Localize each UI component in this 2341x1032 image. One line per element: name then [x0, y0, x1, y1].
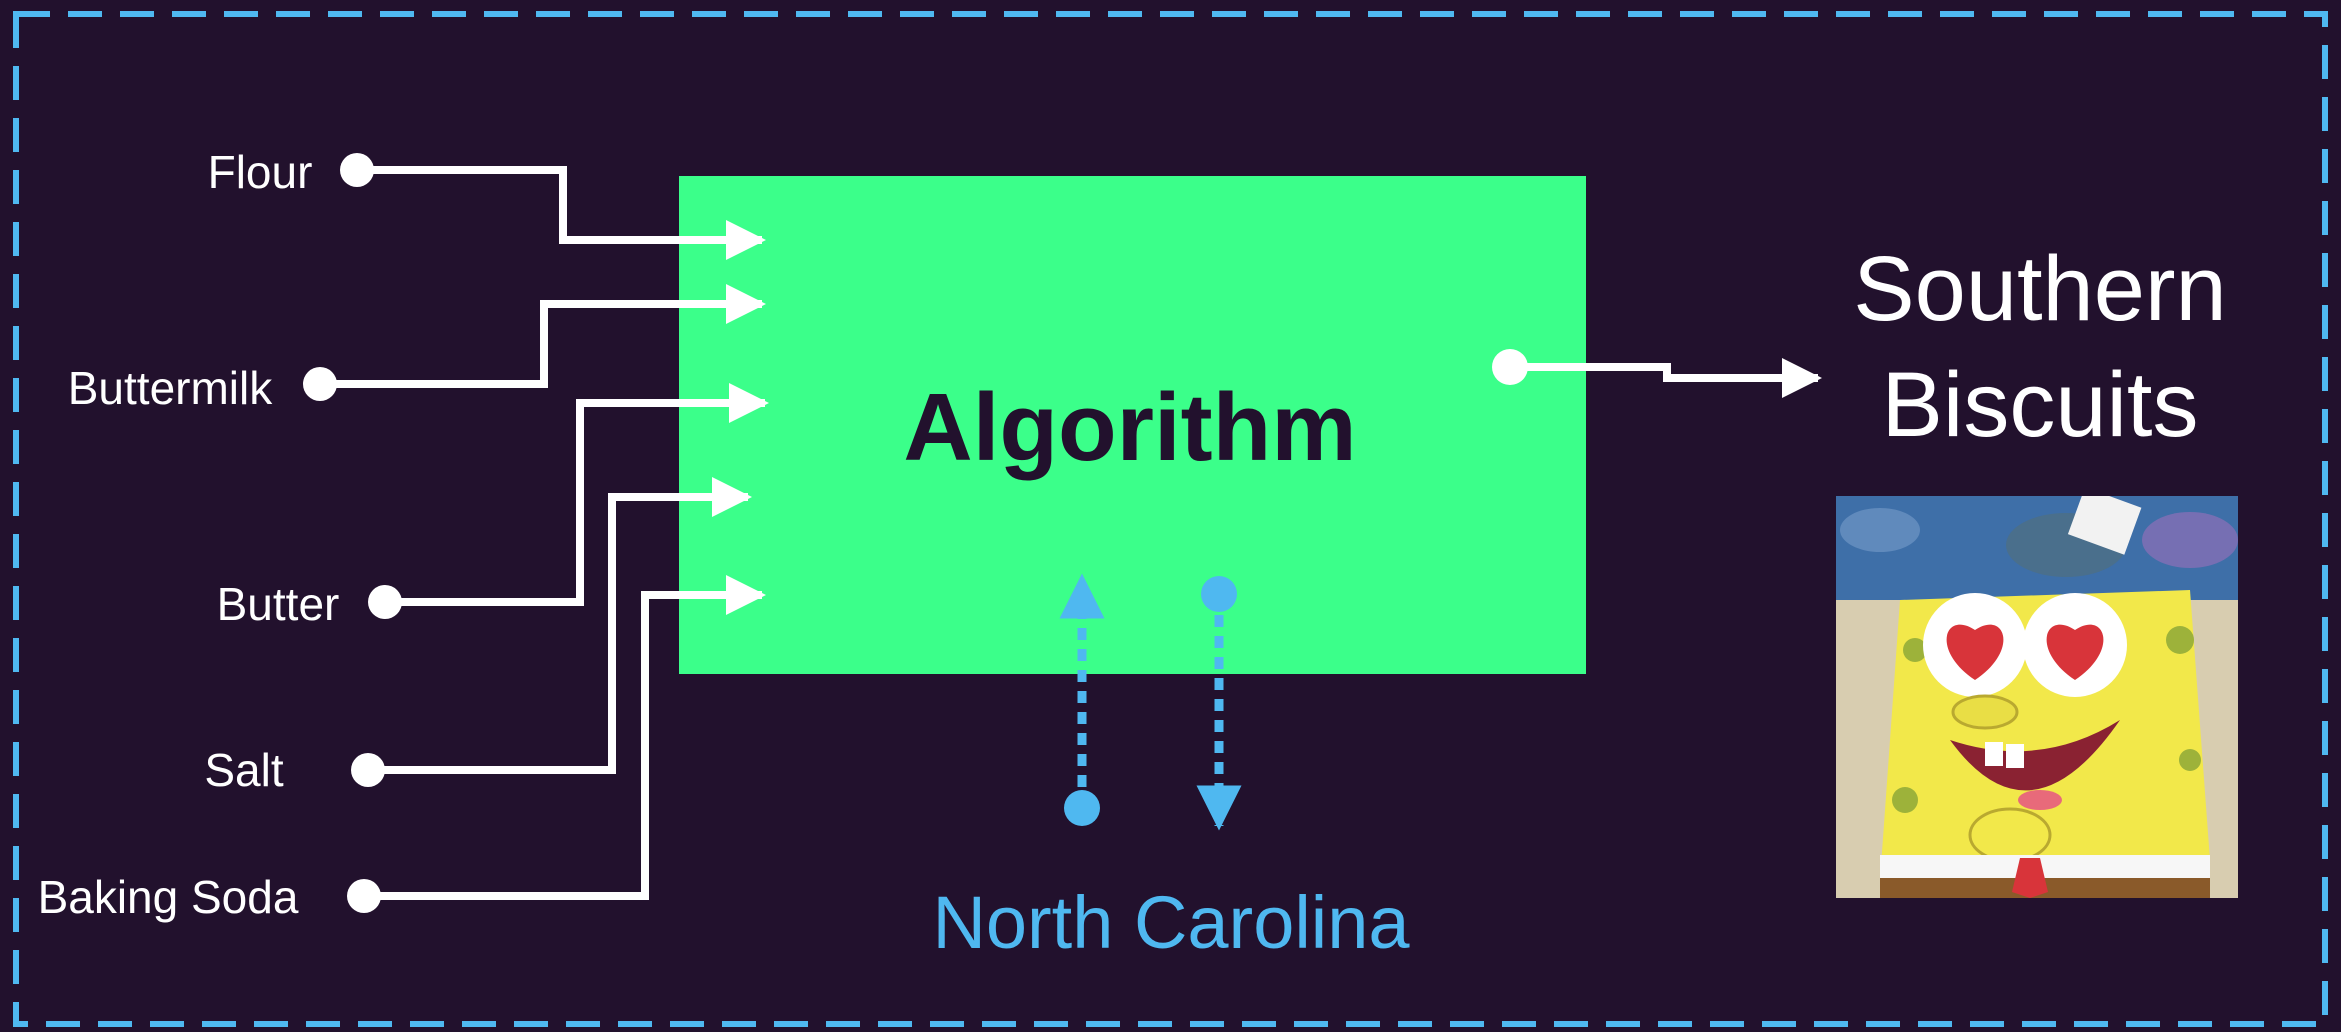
butter-dot	[368, 585, 402, 619]
output-label-line2: Biscuits	[1882, 354, 2199, 456]
input-label-salt: Salt	[204, 744, 283, 796]
algorithm-label: Algorithm	[903, 374, 1356, 481]
buttermilk-connector	[320, 284, 766, 388]
context-connectors	[1059, 573, 1242, 831]
flour-connector	[357, 166, 766, 260]
buttermilk-dot	[303, 367, 337, 401]
context-dot-bottom	[1064, 790, 1100, 826]
input-label-baking-soda: Baking Soda	[38, 871, 299, 923]
context-dot-top	[1201, 576, 1237, 612]
input-label-flour: Flour	[208, 146, 313, 198]
dashed-frame	[13, 11, 2328, 1027]
input-label-buttermilk: Buttermilk	[68, 362, 273, 414]
flour-dot	[340, 153, 374, 187]
context-label: North Carolina	[932, 881, 1410, 964]
input-dots	[303, 153, 402, 913]
input-connectors	[320, 166, 769, 900]
input-label-butter: Butter	[217, 578, 340, 630]
output-label-line1: Southern	[1853, 238, 2226, 340]
butter-connector	[385, 383, 769, 606]
output-connector	[1510, 358, 1822, 398]
algorithm-box	[679, 176, 1586, 674]
output-dot	[1492, 349, 1528, 385]
spongebob-heart-eyes-image	[1836, 496, 2238, 898]
salt-connector	[368, 477, 752, 774]
baking-soda-connector	[364, 575, 766, 900]
salt-dot	[351, 753, 385, 787]
baking-soda-dot	[347, 879, 381, 913]
